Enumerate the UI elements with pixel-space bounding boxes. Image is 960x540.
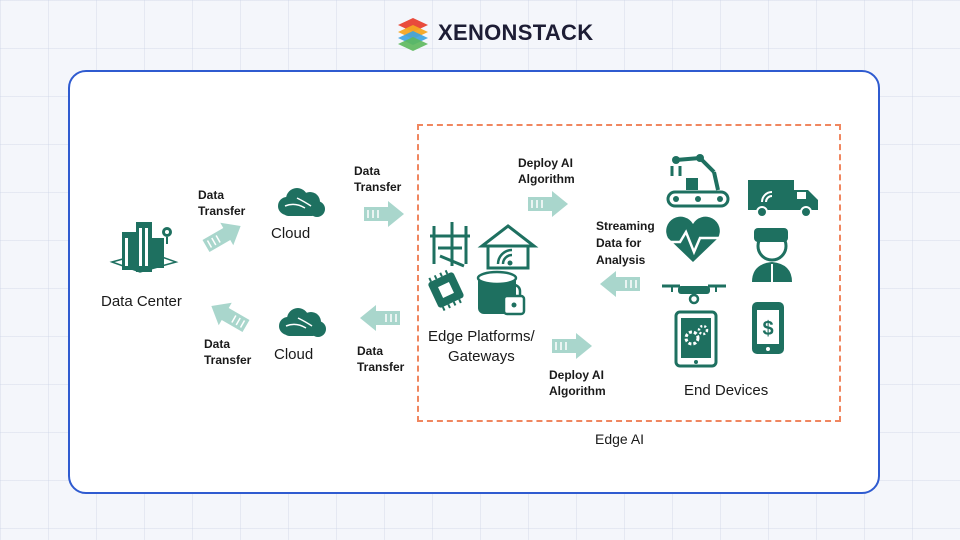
data-center-label: Data Center — [101, 293, 182, 310]
end-devices-label: End Devices — [684, 382, 769, 399]
edge-label-dc-to-cloud: Data Transfer — [198, 187, 245, 219]
svg-text:$: $ — [762, 318, 773, 340]
edge-ai-boundary — [417, 124, 841, 422]
network-tower-icon — [430, 222, 470, 268]
edge-label-line: Data — [204, 337, 231, 351]
edge-label-line: Transfer — [357, 360, 405, 374]
edge-label-edge-to-cloud: Data Transfer — [357, 343, 404, 375]
delivery-truck-icon — [748, 180, 818, 218]
edge-label-line: Streaming — [596, 219, 655, 233]
edge-label-line: Transfer — [198, 204, 246, 218]
edge-label-deploy-top: Deploy AI Algorithm — [518, 155, 575, 187]
robot-arm-icon — [666, 154, 730, 208]
cloud-icon — [277, 187, 326, 218]
edge-label-line: Algorithm — [549, 384, 606, 398]
drone-icon — [662, 284, 726, 305]
edge-label-line: Algorithm — [518, 172, 575, 186]
smart-home-icon — [477, 224, 539, 270]
arrow-deploy-top — [527, 190, 569, 218]
chip-icon — [428, 269, 464, 311]
edge-label-line: Transfer — [204, 353, 252, 367]
brand-logo: XENONSTACK — [394, 14, 593, 52]
edge-ai-label: Edge AI — [595, 431, 645, 447]
arrow-streaming — [599, 270, 641, 298]
office-building-icon — [109, 222, 179, 273]
edge-platforms-line1: Edge Platforms/ — [428, 328, 535, 345]
edge-label-line: Deploy AI — [549, 368, 604, 382]
tablet-settings-icon — [674, 310, 718, 368]
edge-platforms-line2: Gateways — [448, 348, 515, 365]
diagram-card — [68, 70, 880, 494]
mobile-payment-icon: $ — [752, 302, 784, 354]
arrow-to-datacenter — [204, 293, 254, 339]
edge-label-line: Analysis — [596, 253, 646, 267]
edge-label-deploy-bottom: Deploy AI Algorithm — [549, 367, 606, 399]
heart-rate-icon — [666, 216, 720, 262]
cloud-bottom-label: Cloud — [274, 346, 314, 363]
stack-logo-icon — [398, 18, 428, 51]
brand-name: XENONSTACK — [438, 20, 594, 45]
cloud-icon — [278, 307, 327, 338]
vr-user-icon — [752, 228, 792, 282]
edge-label-line: Data — [357, 344, 384, 358]
arrow-to-cloud-return — [359, 304, 401, 332]
arrow-to-edge — [363, 200, 405, 228]
edge-label-line: Transfer — [354, 180, 402, 194]
edge-label-line: Data for — [596, 236, 642, 250]
edge-label-line: Data — [354, 164, 381, 178]
edge-label-cloud-to-edge: Data Transfer — [354, 163, 401, 195]
edge-label-line: Deploy AI — [518, 156, 573, 170]
arrow-deploy-bottom — [551, 332, 593, 360]
edge-label-streaming: Streaming Data for Analysis — [596, 218, 655, 269]
edge-label-line: Data — [198, 188, 225, 202]
cloud-top-label: Cloud — [271, 225, 311, 242]
secure-database-icon — [476, 270, 526, 316]
arrow-to-cloud — [198, 213, 248, 259]
edge-platforms-label: Edge Platforms/ Gateways — [428, 327, 535, 367]
edge-label-cloud-to-dc: Data Transfer — [204, 336, 251, 368]
